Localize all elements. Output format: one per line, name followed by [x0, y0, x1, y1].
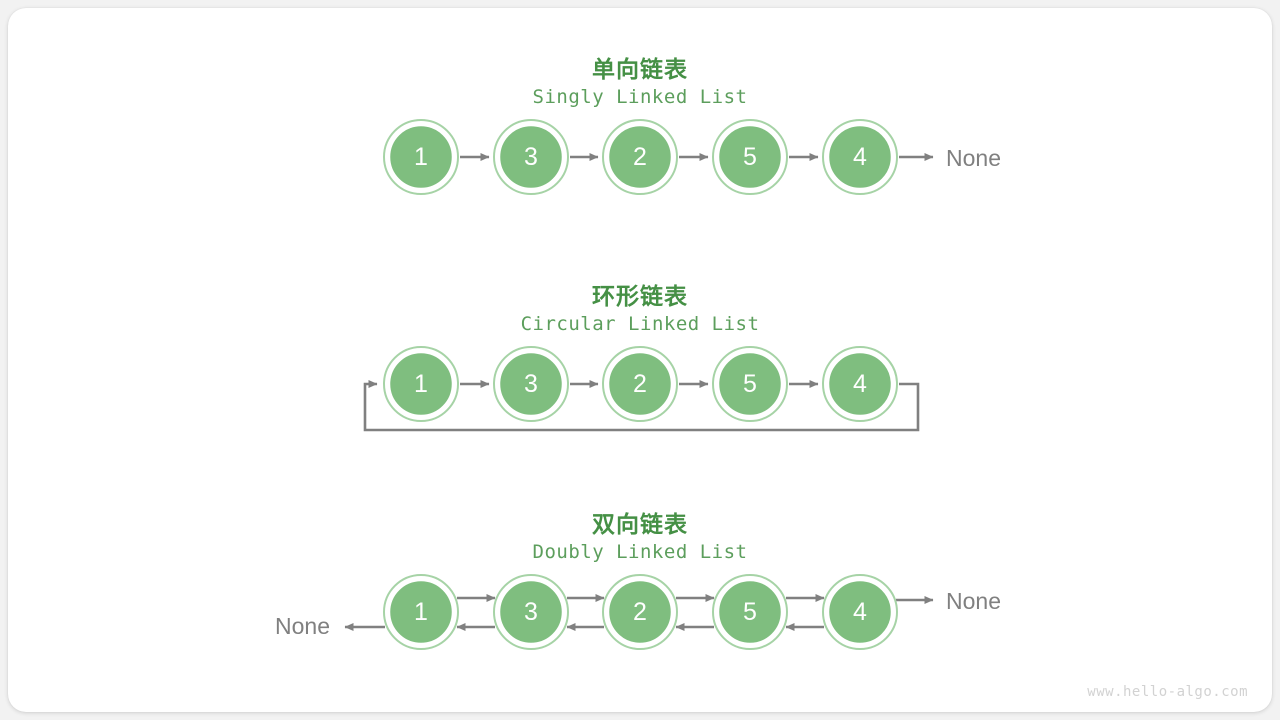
node-value: 1	[414, 370, 428, 398]
doubly-head-none-label: None	[275, 613, 330, 639]
site-watermark: www.hello-algo.com	[1087, 684, 1248, 700]
circular-list-subtitle: Circular Linked List	[520, 313, 760, 335]
doubly-list-title: 双向链表	[592, 511, 688, 537]
circular-node-1: 1	[382, 345, 460, 423]
circular-node-4: 5	[711, 345, 789, 423]
node-value: 2	[633, 598, 647, 626]
doubly-list-subtitle: Doubly Linked List	[532, 541, 748, 563]
doubly-node-4: 5	[711, 573, 789, 651]
doubly-node-2: 3	[492, 573, 570, 651]
doubly-forward-arrows	[457, 594, 934, 604]
circular-node-3: 2	[601, 345, 679, 423]
doubly-tail-none-label: None	[946, 588, 1001, 614]
doubly-node-1: 1	[382, 573, 460, 651]
circular-node-5: 4	[821, 345, 899, 423]
circular-list-title: 环形链表	[592, 283, 688, 309]
node-value: 4	[853, 370, 867, 398]
node-value: 1	[414, 598, 428, 626]
node-value: 1	[414, 143, 428, 171]
singly-node-1: 1	[382, 118, 460, 196]
node-value: 3	[524, 370, 538, 398]
singly-linked-list-group: 1 3 2 5 4	[382, 118, 934, 196]
singly-node-2: 3	[492, 118, 570, 196]
node-value: 2	[633, 143, 647, 171]
singly-tail-none-label: None	[946, 145, 1001, 171]
node-value: 5	[743, 143, 757, 171]
node-value: 3	[524, 143, 538, 171]
doubly-linked-list-group: 1 3 2 5 4	[344, 573, 934, 651]
doubly-node-3: 2	[601, 573, 679, 651]
node-value: 3	[524, 598, 538, 626]
singly-list-subtitle: Singly Linked List	[532, 86, 748, 108]
circular-node-2: 3	[492, 345, 570, 423]
circular-linked-list-group: 1 3 2 5 4	[363, 345, 920, 432]
circular-loop-path	[363, 380, 920, 432]
singly-node-5: 4	[821, 118, 899, 196]
doubly-node-5: 4	[821, 573, 899, 651]
node-value: 4	[853, 598, 867, 626]
node-value: 2	[633, 370, 647, 398]
singly-node-4: 5	[711, 118, 789, 196]
singly-list-title: 单向链表	[592, 56, 688, 82]
singly-node-3: 2	[601, 118, 679, 196]
node-value: 5	[743, 370, 757, 398]
node-value: 4	[853, 143, 867, 171]
node-value: 5	[743, 598, 757, 626]
